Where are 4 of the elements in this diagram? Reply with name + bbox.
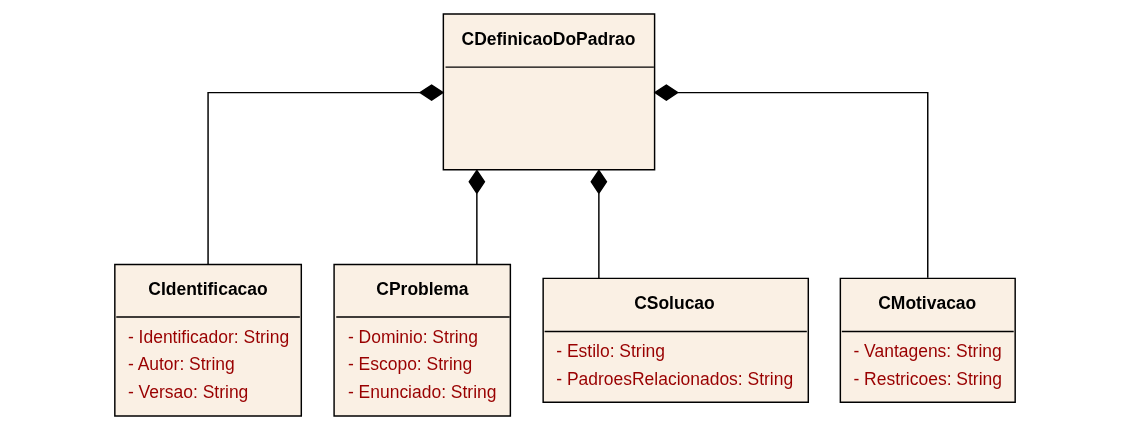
connector [653, 84, 929, 279]
connector [468, 169, 486, 266]
connector [590, 169, 608, 280]
connector [207, 84, 445, 265]
